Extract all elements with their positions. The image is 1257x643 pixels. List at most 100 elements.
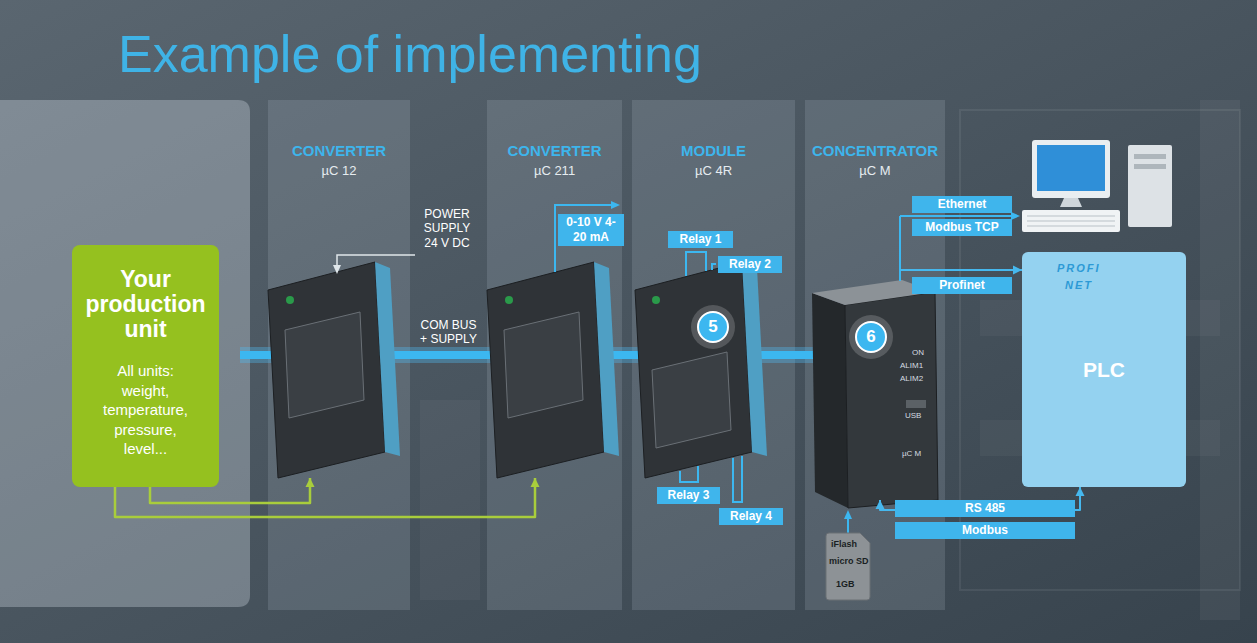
bus-label: COM BUS + SUPPLY (418, 318, 479, 347)
card-brand: iFlash (831, 540, 857, 549)
connector (622, 355, 632, 356)
supply-label: POWER SUPPLY 24 V DC (418, 207, 476, 250)
callout-glow (849, 315, 893, 359)
relay-bracket (686, 252, 706, 276)
production-unit-box: Your production unitAll units: weight, t… (72, 245, 219, 487)
diagram-title: Example of implementing (118, 26, 702, 83)
connector-glow (795, 347, 805, 363)
relay-label: Relay 3 (657, 487, 720, 504)
column-heading: CONCENTRATOR (812, 142, 938, 160)
led-label: ON (912, 349, 924, 357)
tower-slot (1134, 154, 1166, 159)
monitor-stand (1060, 198, 1082, 207)
logo-text: PROFI (1057, 262, 1101, 275)
ethernet-wire (900, 215, 1012, 217)
keyboard-keys (1027, 216, 1115, 217)
connector (410, 355, 487, 356)
callout-number: 5 (698, 312, 728, 342)
callout-circle (698, 312, 728, 342)
keyboard-keys (1027, 221, 1115, 222)
arrow-head (306, 478, 315, 487)
usb-port (906, 400, 926, 408)
device-plate (652, 352, 731, 448)
keyboard-keys (1027, 226, 1115, 227)
logo-text: NET (1065, 279, 1093, 292)
model-name: µC M (859, 163, 890, 179)
relay-label: Relay 1 (668, 231, 733, 248)
module-column: MODULE µC 4R (632, 135, 795, 478)
network-label: RS 485 (895, 500, 1075, 517)
arrow-head (1011, 212, 1020, 220)
protocol-label: Modbus TCP (912, 219, 1012, 236)
monitor-screen (1037, 145, 1105, 191)
cabinet-frame (960, 110, 1240, 590)
connector-line (410, 351, 487, 359)
connector-glow (622, 347, 632, 363)
unit-panel (0, 100, 250, 607)
converter-column: CONVERTER µC 211 (487, 135, 622, 478)
box-heading: Your production unit (80, 267, 211, 341)
connector-glow (410, 347, 487, 363)
keyboard (1022, 210, 1120, 232)
concentrator-side (812, 293, 848, 508)
column-panel (487, 100, 622, 610)
device-logo (505, 296, 513, 304)
protocol-label: Modbus (895, 522, 1075, 539)
relay-bracket (712, 264, 716, 270)
relay-label: Relay 4 (719, 508, 783, 525)
connector-line (945, 269, 1022, 271)
card-size: 1GB (836, 580, 855, 589)
tower-slot (1134, 164, 1166, 169)
arrow-head (611, 201, 620, 209)
column-panel (632, 100, 795, 610)
box-body: All units: weight, temperature, pressure… (92, 361, 200, 459)
column-heading: MODULE (681, 142, 746, 160)
plc-name: PLC (1083, 357, 1125, 382)
device-stripe (594, 262, 619, 456)
callout-glow (691, 305, 735, 349)
relay-label: Relay 2 (718, 256, 782, 273)
connector (945, 266, 1022, 275)
monitor (1032, 140, 1110, 198)
signal-label: 0-10 V 4-20 mA (558, 214, 624, 246)
device-stripe (375, 262, 400, 456)
network-label: Ethernet (912, 196, 1012, 213)
converter-device (487, 262, 604, 478)
column-panel (268, 100, 410, 610)
connector-line (795, 351, 805, 359)
device-plate (504, 312, 583, 418)
led-label: ALIM2 (900, 375, 923, 383)
connector-line (622, 351, 632, 359)
led-label: ALIM1 (900, 362, 923, 370)
callout-circle (856, 322, 886, 352)
connector (795, 355, 805, 356)
cabinet-duct (420, 400, 480, 600)
device-logo (652, 296, 660, 304)
arrow-head (876, 500, 885, 509)
cabinet-duct (1200, 100, 1240, 620)
sd-wire (847, 518, 849, 533)
converter-column: CONVERTERµC 12 (268, 135, 410, 478)
relay-bracket (680, 466, 698, 482)
sd-card (826, 533, 870, 600)
card-type: micro SD (829, 557, 869, 566)
supply-wire (337, 255, 415, 266)
relay-bracket (733, 456, 742, 502)
converter-device (268, 262, 385, 478)
device-stripe (742, 262, 767, 456)
device-plate (285, 312, 364, 418)
column-heading: CONVERTER (292, 142, 386, 160)
network-label: Profinet (912, 277, 1012, 294)
device-logo (286, 296, 294, 304)
model-name: µC 4R (695, 163, 732, 179)
arrow-head (1076, 487, 1085, 496)
network-wire (900, 269, 946, 271)
network-wire (899, 216, 901, 281)
model-name: µC 211 (534, 163, 575, 179)
plc-box: PLC (1022, 252, 1186, 487)
column-heading: CONVERTER (507, 142, 601, 160)
arrow-head (531, 478, 540, 487)
computer-tower (1128, 145, 1172, 227)
